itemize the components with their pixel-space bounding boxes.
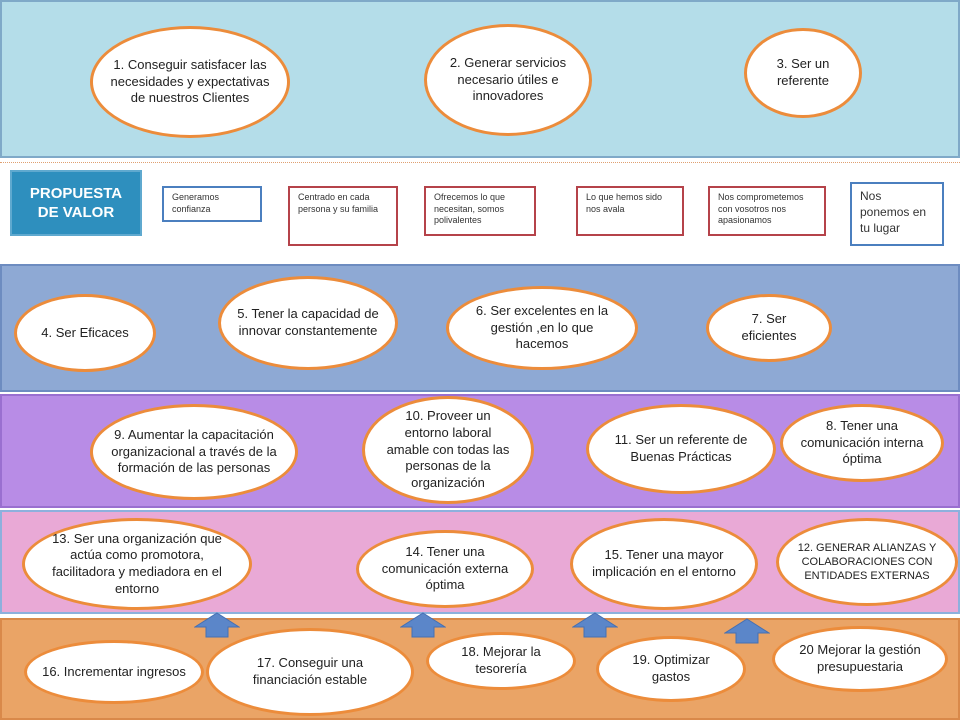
objective-7: 7. Ser eficientes [706, 294, 832, 362]
objective-4: 4. Ser Eficaces [14, 294, 156, 372]
objective-15: 15. Tener una mayor implicación en el en… [570, 518, 758, 610]
objective-8: 8. Tener una comunicación interna óptima [780, 404, 944, 482]
objective-20: 20 Mejorar la gestión presupuestaria [772, 626, 948, 692]
objective-16: 16. Incrementar ingresos [24, 640, 204, 704]
up-arrow-icon [724, 618, 770, 644]
objective-14: 14. Tener una comunicación externa óptim… [356, 530, 534, 608]
objective-11: 11. Ser un referente de Buenas Prácticas [586, 404, 776, 494]
objective-9: 9. Aumentar la capacitación organizacion… [90, 404, 298, 500]
value-item-2: Centrado en cada persona y su familia [288, 186, 398, 246]
objective-5: 5. Tener la capacidad de innovar constan… [218, 276, 398, 370]
up-arrow-icon [400, 612, 446, 638]
objective-10: 10. Proveer un entorno laboral amable co… [362, 396, 534, 504]
value-item-1: Generamos confianza [162, 186, 262, 222]
value-item-5: Nos comprometemos con vosotros nos apasi… [708, 186, 826, 236]
objective-3: 3. Ser un referente [744, 28, 862, 118]
objective-12: 12. GENERAR ALIANZAS Y COLABORACIONES CO… [776, 518, 958, 606]
up-arrow-icon [572, 612, 618, 638]
value-proposition-title: PROPUESTA DE VALOR [10, 170, 142, 236]
value-item-6: Nos ponemos en tu lugar [850, 182, 944, 246]
value-item-3: Ofrecemos lo que necesitan, somos poliva… [424, 186, 536, 236]
objective-1: 1. Conseguir satisfacer las necesidades … [90, 26, 290, 138]
up-arrow-icon [194, 612, 240, 638]
objective-17: 17. Conseguir una financiación estable [206, 628, 414, 716]
objective-18: 18. Mejorar la tesorería [426, 632, 576, 690]
value-item-4: Lo que hemos sido nos avala [576, 186, 684, 236]
objective-13: 13. Ser una organización que actúa como … [22, 518, 252, 610]
objective-2: 2. Generar servicios necesario útiles e … [424, 24, 592, 136]
objective-6: 6. Ser excelentes en la gestión ,en lo q… [446, 286, 638, 370]
objective-19: 19. Optimizar gastos [596, 636, 746, 702]
